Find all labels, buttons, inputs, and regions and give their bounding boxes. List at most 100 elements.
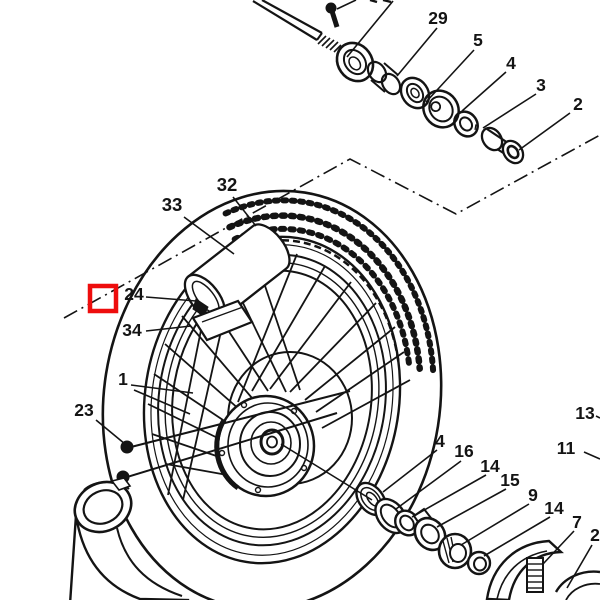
wheel-spokes [147, 253, 411, 479]
leader-13 [595, 415, 600, 419]
callout-24[interactable]: 24 [124, 284, 144, 304]
axle-centerline [63, 134, 600, 319]
callout-16[interactable]: 16 [454, 441, 474, 461]
axle-shaft-edge [261, 0, 323, 34]
callout-3[interactable]: 3 [536, 75, 546, 95]
axle-shaft-end [316, 32, 323, 41]
leader-lines [95, 0, 600, 589]
cutoff-label-fragment [382, 0, 392, 4]
callout-32[interactable]: 32 [217, 174, 238, 195]
axle-assembly [252, 0, 525, 165]
hub-axle-hole [266, 435, 278, 449]
loose-spoke [182, 317, 225, 501]
callout-labels: 29 5 4 3 2 32 33 24 34 1 23 13 11 4 16 1… [74, 8, 600, 545]
band-bracket-line [201, 306, 244, 323]
leader-33 [183, 216, 235, 255]
loose-spoke [130, 390, 351, 448]
tube-body [69, 514, 190, 600]
seal-ring-hub [466, 550, 492, 576]
tire-tread-row [226, 212, 423, 372]
callout-7[interactable]: 7 [572, 512, 582, 532]
leader-2-bottom [566, 544, 593, 589]
callout-34[interactable]: 34 [122, 320, 142, 340]
callout-2-top[interactable]: 2 [573, 94, 583, 114]
leader-32 [232, 196, 257, 227]
brake-cam-plate-line [565, 582, 600, 600]
loose-spokes [116, 299, 351, 501]
hub-ring [250, 421, 292, 465]
callout-13[interactable]: 13 [575, 403, 595, 423]
loose-spoke [167, 299, 208, 496]
callout-14b[interactable]: 14 [544, 498, 564, 518]
band-bracket [191, 299, 254, 342]
leader-4-top [461, 71, 507, 112]
leader-34 [145, 325, 192, 332]
tire-sidewall-line [150, 244, 394, 556]
callout-14a[interactable]: 14 [480, 456, 500, 476]
wheel-hub [214, 351, 353, 498]
tube-body-inner-line [116, 527, 183, 597]
brake-shoe [485, 539, 564, 600]
tire-tread-row [222, 197, 437, 376]
hub-shadow-crescent [214, 418, 240, 491]
seal-ring-small [453, 110, 479, 138]
hub-bearing-seat [259, 428, 285, 456]
hub-flange-hole [254, 486, 262, 494]
hub-ring [227, 402, 309, 488]
tire-bead-edge [142, 235, 402, 565]
hub-flange-hole [218, 449, 226, 457]
spacer-bushing [366, 60, 402, 96]
leader-24 [145, 296, 197, 302]
leader-11 [583, 451, 600, 460]
callout-11[interactable]: 11 [557, 438, 576, 458]
callout-1[interactable]: 1 [118, 369, 128, 389]
axle-collar [480, 126, 525, 165]
hub-parts-row [355, 481, 492, 576]
tube-section-ring-inner [82, 489, 124, 525]
leader-5 [425, 49, 475, 103]
callout-5[interactable]: 5 [473, 30, 483, 50]
leader-23 [95, 419, 126, 445]
callout-23[interactable]: 23 [74, 400, 94, 420]
leader-hub-center [280, 443, 373, 501]
leader-9 [460, 503, 530, 546]
leader-7 [542, 530, 575, 565]
hub-flange-hole [290, 407, 298, 415]
inner-tube-cutaway [69, 477, 190, 600]
callout-4-top[interactable]: 4 [506, 53, 516, 73]
tube-clamp-detail [110, 477, 132, 491]
brake-shoe-assembly [485, 539, 600, 600]
callout-9[interactable]: 9 [528, 485, 538, 505]
leader-16 [395, 460, 462, 510]
rim-outer-line [157, 253, 387, 547]
axle-threads [317, 35, 342, 53]
callout-15[interactable]: 15 [500, 470, 520, 490]
leader-pin [336, 0, 357, 10]
leader-29 [396, 27, 438, 77]
rim-band-part [183, 223, 291, 342]
brake-spring [526, 557, 544, 593]
callout-33[interactable]: 33 [162, 194, 183, 215]
leader-4-bottom [382, 449, 438, 493]
leader-1b [133, 389, 191, 415]
leader-2-top [518, 112, 571, 151]
highlight-box[interactable] [87, 283, 119, 314]
callout-2-bottom[interactable]: 2 [590, 525, 600, 545]
callout-29[interactable]: 29 [428, 8, 448, 28]
hub-flange-hole [240, 401, 248, 409]
rim-inner-line [171, 269, 373, 531]
loose-spoke [126, 412, 338, 478]
cotter-pin [325, 2, 340, 28]
leader-14a [411, 474, 487, 518]
leader-cutoff-label [346, 0, 394, 58]
hub-flange-hole [300, 464, 308, 472]
tire-outer-edge [101, 189, 443, 600]
brake-shoe-inner-line [496, 550, 548, 600]
axle-shaft-edge [252, 0, 318, 41]
knurled-bearing [437, 532, 473, 570]
leader-1a [130, 384, 194, 394]
wheel-bearing [422, 89, 460, 129]
callout-4-bottom[interactable]: 4 [435, 431, 445, 451]
